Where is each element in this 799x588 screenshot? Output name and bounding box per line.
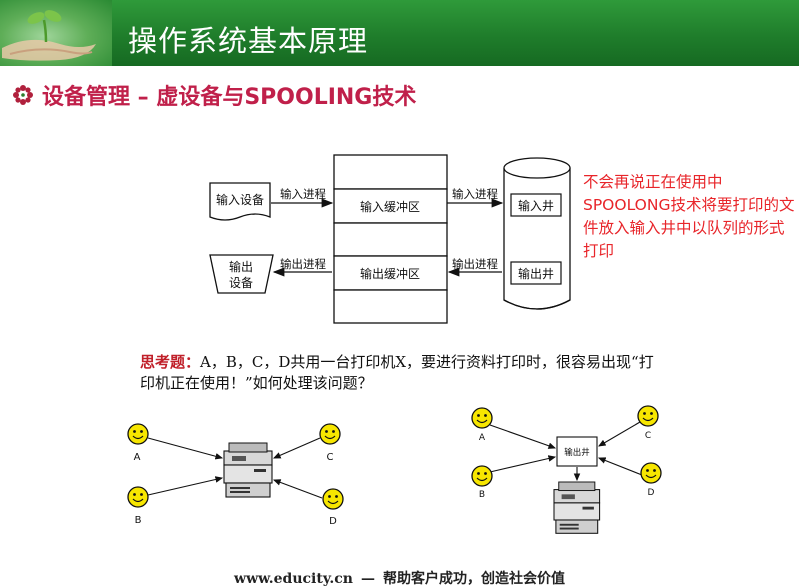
header-bar: 操作系统基本原理 [0,0,799,66]
user-d-smiley-icon [322,488,344,510]
input-well-box [510,193,562,217]
right-user-b-smiley-icon [471,465,493,487]
right-user-d-smiley-icon [640,462,662,484]
input-process-label-left: 输入进程 [280,187,326,201]
footer-dash: — [360,571,375,587]
output-process-label-right: 输出进程 [452,257,498,271]
left-label-a: A [134,452,141,463]
section-heading: 设备管理 – 虚设备与SPOOLING技术 [12,80,416,110]
output-device-shape [209,254,274,294]
right-label-c: C [645,431,651,441]
footer-site: www.educity.cn [234,571,353,587]
footer-slogan: 帮助客户成功，创造社会价值 [382,571,565,587]
annotation-note: 不会再说正在使用中SPOOLONG技术将要打印的文件放入输入井中以队列的形式打印 [583,173,795,260]
output-process-label-left: 输出进程 [280,257,326,271]
shared-printer-right [553,481,601,534]
arrow-b-to-printer [147,476,224,496]
arrow-a-to-printer [147,437,224,460]
hands-sprout-image [0,0,112,66]
user-a-smiley-icon [127,423,149,445]
user-c-smiley-icon [319,423,341,445]
question-label: 思考题： [140,353,201,371]
output-well-box [510,261,562,285]
input-well-label: 输入井 [518,198,554,213]
left-label-b: B [135,515,142,526]
buffer-column [333,154,448,324]
question-block: 思考题：A，B，C，D共用一台打印机X，要进行资料打印时，很容易出现“打印机正在… [140,352,660,394]
arrow-d-to-printer [272,479,323,499]
arrow-c-to-printer [272,437,321,459]
input-process-label-right: 输入进程 [452,187,498,201]
right-label-d: D [648,488,655,498]
footer: www.educity.cn — 帮助客户成功，创造社会价值 [0,568,799,588]
output-device-label-1: 输出 [229,259,253,274]
right-label-a: A [479,433,486,443]
arrow-right-b-to-well [489,455,557,473]
question-text: A，B，C，D共用一台打印机X，要进行资料打印时，很容易出现“打印机正在使用！”… [140,353,654,392]
right-user-a-smiley-icon [471,407,493,429]
output-well-label: 输出井 [518,266,554,281]
user-b-smiley-icon [127,486,149,508]
output-buffer-label: 输出缓冲区 [360,266,420,281]
flower-bullet-icon [13,85,33,105]
page-title: 操作系统基本原理 [128,24,369,58]
arrow-right-d-to-well [597,457,643,476]
right-user-c-smiley-icon [637,405,659,427]
right-output-well-label: 输出井 [564,447,590,458]
right-output-well-box [556,436,598,467]
arrow-right-c-to-well [598,421,641,447]
input-device-shape [209,182,271,221]
arrow-right-a-to-well [489,424,557,449]
left-label-d: D [329,516,337,527]
output-device-label-2: 设备 [229,276,253,290]
section-heading-text: 设备管理 – 虚设备与SPOOLING技术 [42,85,417,110]
left-label-c: C [327,452,334,463]
right-label-b: B [479,490,485,500]
input-buffer-label: 输入缓冲区 [360,199,420,214]
shared-printer-left [223,442,273,498]
input-device-label: 输入设备 [216,192,264,207]
